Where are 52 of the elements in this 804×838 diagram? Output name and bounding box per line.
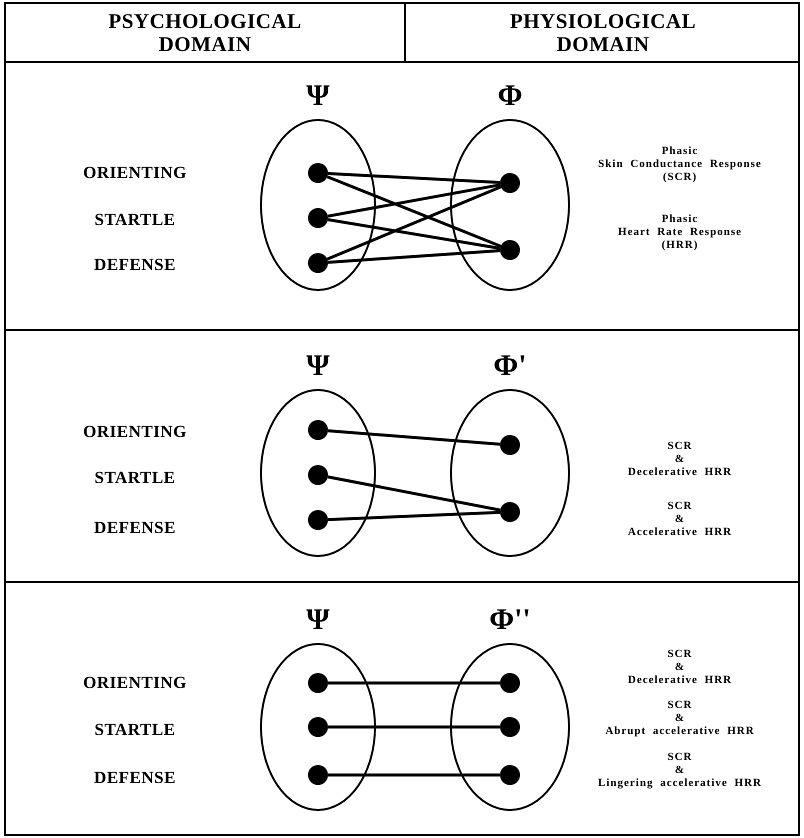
response-label: STARTLE (94, 468, 176, 488)
point-dot (500, 717, 520, 737)
connector-line (326, 185, 502, 261)
point-dot (308, 163, 328, 183)
measure-label: SCR & Decelerative HRR (628, 440, 732, 479)
point-dot (500, 673, 520, 693)
response-label: STARTLE (94, 720, 176, 740)
point-dot (308, 765, 328, 785)
set-symbol: Φ'' (489, 604, 531, 636)
point-dot (500, 173, 520, 193)
response-label: DEFENSE (94, 518, 176, 538)
response-label: ORIENTING (83, 163, 187, 183)
point-dot (308, 465, 328, 485)
connector-line (326, 175, 502, 248)
set-symbol: Φ (498, 80, 522, 112)
response-label: ORIENTING (83, 422, 187, 442)
measure-label: SCR & Accelerative HRR (628, 500, 732, 539)
set-symbol: Ψ (306, 350, 330, 382)
connector-line (328, 429, 500, 446)
response-label: DEFENSE (94, 768, 176, 788)
set-symbol: Φ' (493, 350, 527, 382)
response-label: DEFENSE (94, 255, 176, 275)
measure-label: SCR & Decelerative HRR (628, 648, 732, 687)
set-symbol: Ψ (306, 80, 330, 112)
measure-label: SCR & Lingering accelerative HRR (598, 751, 762, 790)
point-dot (308, 420, 328, 440)
point-dot (308, 253, 328, 273)
connector-line (328, 774, 500, 776)
point-dot (308, 717, 328, 737)
column-header: PSYCHOLOGICAL DOMAIN (107, 10, 303, 56)
connector-line (328, 218, 500, 250)
connector-line (328, 249, 500, 264)
point-dot (500, 765, 520, 785)
response-label: STARTLE (94, 210, 176, 230)
connector-line (328, 475, 500, 512)
connector-line (328, 183, 500, 218)
response-label: ORIENTING (83, 673, 187, 693)
connector-line (328, 682, 500, 684)
measure-label: SCR & Abrupt accelerative HRR (605, 699, 755, 738)
connector-line (328, 726, 500, 728)
point-dot (500, 435, 520, 455)
measure-label: Phasic Heart Rate Response (HRR) (618, 213, 742, 252)
connector-line (328, 510, 500, 522)
measure-label: Phasic Skin Conductance Response (SCR) (598, 145, 762, 184)
point-dot (308, 510, 328, 530)
point-dot (308, 673, 328, 693)
point-dot (500, 502, 520, 522)
connector-line (328, 172, 500, 184)
set-symbol: Ψ (306, 604, 330, 636)
point-dot (308, 208, 328, 228)
point-dot (500, 240, 520, 260)
column-header: PHYSIOLOGICAL DOMAIN (508, 10, 698, 56)
